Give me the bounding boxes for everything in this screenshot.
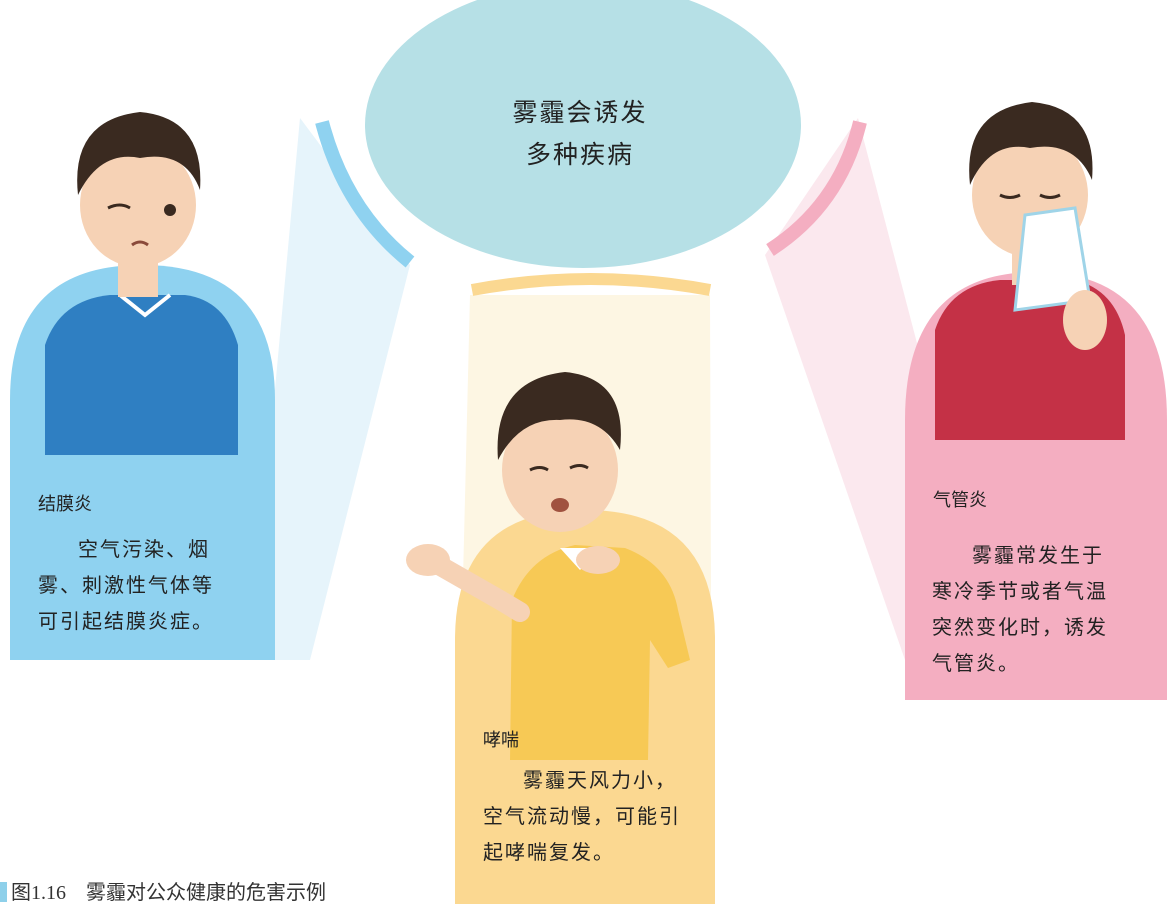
left-panel-line: 雾、刺激性气体等 (38, 573, 214, 597)
left-panel-line: 可引起结膜炎症。 (38, 609, 214, 633)
right-panel-line: 突然变化时，诱发 (932, 615, 1108, 639)
middle-arc (470, 273, 712, 296)
middle-panel-heading: 哮喘 (483, 730, 519, 751)
center-title-line2: 多种疾病 (525, 140, 634, 169)
middle-panel-line: 空气流动慢，可能引 (483, 804, 681, 828)
boy-handkerchief-icon (935, 102, 1125, 440)
left-panel-text: 空气污染、烟 雾、刺激性气体等 可引起结膜炎症。 (38, 531, 273, 639)
caption-text: 图1.16 雾霾对公众健康的危害示例 (11, 882, 326, 904)
caption-marker (0, 882, 7, 902)
figure-caption: 图1.16 雾霾对公众健康的危害示例 (0, 876, 326, 904)
center-title-line1: 雾霾会诱发 (512, 98, 648, 127)
middle-panel-text: 雾霾天风力小， 空气流动慢，可能引 起哮喘复发。 (483, 762, 713, 870)
center-title: 雾霾会诱发 多种疾病 (430, 92, 730, 176)
left-arc (315, 120, 415, 268)
center-bubble (365, 0, 801, 268)
middle-panel-line: 雾霾天风力小， (523, 768, 677, 792)
right-panel-line: 气管炎。 (932, 651, 1020, 675)
left-panel-heading: 结膜炎 (38, 494, 92, 515)
right-panel-line: 雾霾常发生于 (972, 543, 1104, 567)
boy-coughing-icon (406, 372, 690, 760)
right-panel-line: 寒冷季节或者气温 (932, 579, 1108, 603)
right-arc (766, 120, 867, 256)
boy-squinting-eye-icon (45, 112, 238, 455)
left-beam (250, 118, 410, 660)
right-panel-text: 雾霾常发生于 寒冷季节或者气温 突然变化时，诱发 气管炎。 (932, 537, 1164, 681)
middle-panel-line: 起哮喘复发。 (483, 840, 615, 864)
right-panel-heading: 气管炎 (933, 490, 987, 511)
left-panel-line: 空气污染、烟 (78, 537, 210, 561)
